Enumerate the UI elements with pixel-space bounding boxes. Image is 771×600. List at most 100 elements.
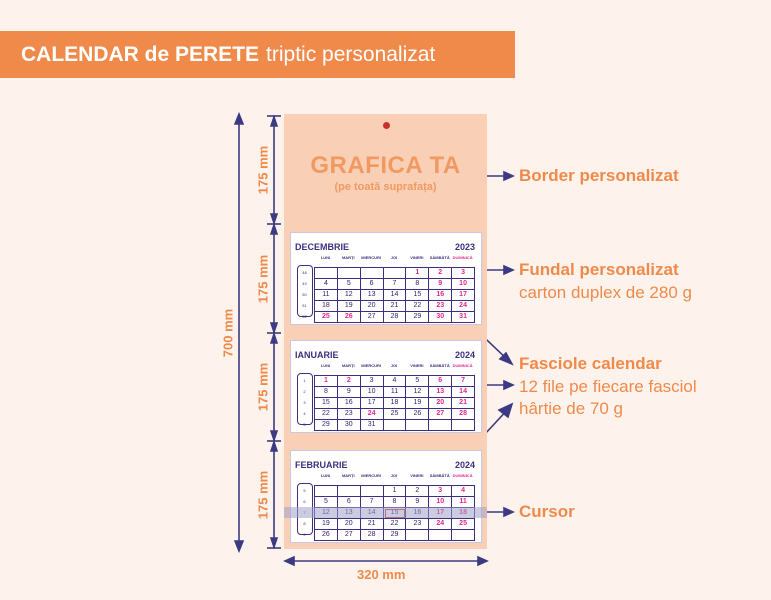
weekday-label: DUMINICĂ (452, 255, 473, 260)
day-cell: 4 (452, 486, 475, 497)
pad-year: 2024 (454, 460, 475, 470)
day-cell: 30 (429, 312, 453, 323)
section-height-label-3: 175 mm (255, 362, 271, 412)
day-cell: 24 (360, 409, 384, 420)
day-cell: 29 (406, 312, 430, 323)
day-cell (383, 420, 407, 431)
weekday-label: SÂMBĂTĂ (429, 255, 450, 260)
week-number: 3 (303, 400, 306, 405)
callout-background-title: Fundal personalizat (519, 260, 679, 279)
day-cell (360, 268, 384, 279)
callout-border-title: Border personalizat (519, 166, 679, 185)
day-cell: 5 (337, 279, 361, 290)
weekday-label: DUMINICĂ (452, 473, 473, 478)
callout-pads-title: Fasciole calendar (519, 354, 662, 373)
weekday-label: LUNI (320, 255, 331, 260)
day-cell: 20 (429, 398, 453, 409)
day-cell: 4 (383, 376, 407, 387)
weekday-label: VINERI (410, 255, 424, 260)
day-cell: 23 (406, 519, 430, 530)
weekday-label: SÂMBĂTĂ (429, 473, 450, 478)
weekday-label: MARȚI (341, 363, 355, 368)
calendar-cursor[interactable] (284, 507, 487, 518)
day-cell: 20 (360, 301, 384, 312)
weekday-label: VINERI (410, 473, 424, 478)
week-number: 49 (302, 281, 307, 286)
day-cell: 2 (337, 376, 361, 387)
week-number: 1 (303, 378, 306, 383)
day-cell: 2 (429, 268, 453, 279)
section-height-label-1: 175 mm (255, 145, 271, 195)
day-cell: 17 (360, 398, 384, 409)
day-cell (337, 486, 361, 497)
hanging-hole (383, 122, 390, 129)
week-number: 51 (302, 303, 307, 308)
day-cell: 17 (452, 290, 475, 301)
day-cell (337, 268, 361, 279)
day-cell: 29 (315, 420, 338, 431)
day-cell: 14 (452, 387, 475, 398)
day-cell: 9 (429, 279, 453, 290)
day-cell: 24 (452, 301, 475, 312)
day-cell: 13 (360, 290, 384, 301)
day-cell: 26 (337, 312, 361, 323)
day-cell: 20 (337, 519, 361, 530)
week-number: 8 (303, 521, 306, 526)
day-cell: 25 (452, 519, 475, 530)
day-cell: 16 (429, 290, 453, 301)
day-cell: 15 (315, 398, 338, 409)
day-cell: 1 (383, 486, 407, 497)
day-cell: 19 (315, 519, 338, 530)
pad-month: FEBRUARIE (295, 460, 348, 470)
day-cell (452, 530, 475, 541)
week-number: 5 (303, 488, 306, 493)
day-cell: 16 (337, 398, 361, 409)
week-number: 9 (303, 532, 306, 537)
total-height-label: 700 mm (220, 308, 236, 358)
day-cell: 19 (337, 301, 361, 312)
day-cell: 22 (315, 409, 338, 420)
weekday-label: LUNI (320, 473, 331, 478)
day-cell: 10 (360, 387, 384, 398)
day-cell: 19 (406, 398, 430, 409)
day-cell: 11 (383, 387, 407, 398)
day-cell: 28 (383, 312, 407, 323)
section-height-label-4: 175 mm (255, 470, 271, 520)
day-cell: 7 (452, 376, 475, 387)
day-cell: 28 (452, 409, 475, 420)
weekday-label: MARȚI (341, 255, 355, 260)
day-cell: 9 (337, 387, 361, 398)
callout-background-sub: carton duplex de 280 g (519, 283, 692, 302)
day-cell: 7 (383, 279, 407, 290)
day-cell: 15 (406, 290, 430, 301)
day-cell: 25 (383, 409, 407, 420)
week-number: 50 (302, 292, 307, 297)
pad-month: DECEMBRIE (295, 242, 350, 252)
day-cell: 10 (452, 279, 475, 290)
day-cell: 25 (315, 312, 338, 323)
day-cell: 31 (360, 420, 384, 431)
day-cell: 12 (406, 387, 430, 398)
day-cell: 27 (337, 530, 361, 541)
day-cell (452, 420, 475, 431)
day-cell: 8 (406, 279, 430, 290)
day-cell: 3 (429, 486, 453, 497)
day-cell: 30 (337, 420, 361, 431)
week-number: 6 (303, 499, 306, 504)
day-cell: 26 (406, 409, 430, 420)
weekday-label: MIERCURI (361, 473, 382, 478)
day-cell (406, 530, 430, 541)
day-cell: 24 (429, 519, 453, 530)
week-number: 2 (303, 389, 306, 394)
week-number: 48 (302, 270, 307, 275)
header-banner: CALENDAR de PERETE triptic personalizat (0, 31, 515, 78)
pad-year: 2023 (454, 242, 475, 252)
day-cell: 23 (337, 409, 361, 420)
weekday-label: LUNI (320, 363, 331, 368)
day-cell: 21 (452, 398, 475, 409)
